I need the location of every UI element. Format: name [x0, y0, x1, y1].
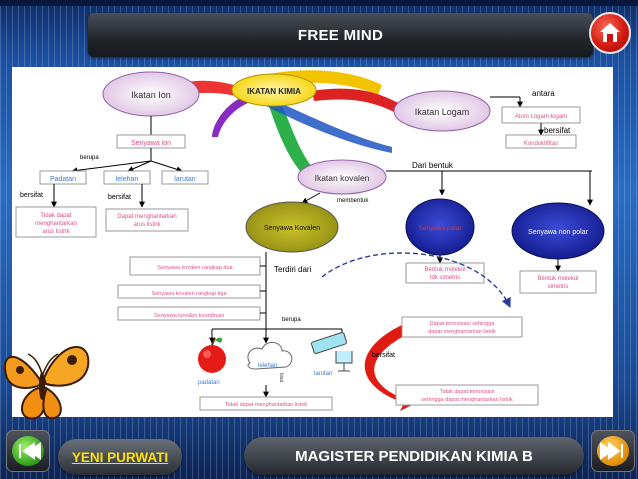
- edge: [301, 192, 321, 204]
- ion-edge-berupa: berupa: [80, 155, 99, 161]
- nonpolar-shape-line: simetris: [548, 284, 569, 290]
- ion-phase-label: larutan: [174, 176, 196, 183]
- next-button[interactable]: [591, 430, 635, 472]
- metal-property-label: Konduktifitas: [524, 141, 558, 147]
- home-icon: [600, 23, 620, 42]
- ion-phase-box[interactable]: [103, 170, 151, 185]
- ion-noconduct-line: menghantarkan: [35, 221, 77, 227]
- covalent-edge-terdiri: Terdiri dari: [274, 265, 312, 274]
- edge: [150, 160, 183, 173]
- cov-noionize-line: sehingga dapat menghantarkan listrik: [421, 397, 513, 403]
- ion-phase-box[interactable]: [161, 170, 209, 185]
- course-label-box: MAGISTER PENDIDIKAN KIMIA B: [244, 437, 584, 475]
- cov-noconduct-box[interactable]: [199, 396, 333, 411]
- cov-phase-label: padatan: [198, 380, 220, 386]
- ion-label: Ikatan Ion: [131, 90, 171, 100]
- ion-conduct-line: Dapat menghantarkan: [117, 214, 176, 220]
- polar-shape-box[interactable]: [405, 262, 485, 284]
- covalent-label: Ikatan kovalen: [315, 173, 370, 183]
- ion-noconduct-line: Tidak dapat: [40, 213, 71, 219]
- branch-purple: [212, 97, 248, 137]
- author-label: YENI PURWATI: [71, 450, 169, 465]
- cov-phase-label: lelehan: [258, 363, 277, 369]
- ion-noconduct-line: arus listrik: [42, 229, 70, 235]
- ion-conduct-line: arus listrik: [133, 222, 161, 228]
- ion-edge-bersifat: bersifat: [20, 192, 43, 199]
- cov-edge-bersifat: bersifat: [372, 352, 395, 359]
- branch-to-covalent: [268, 101, 312, 171]
- metal-edge-antara: antara: [532, 89, 555, 98]
- polar-shape-line: Bentuk molekul: [424, 267, 465, 273]
- nonpolar-shape-line: Bentuk molekul: [537, 276, 578, 282]
- dashed-arrow: [321, 252, 511, 308]
- cov-noionize-box[interactable]: [395, 384, 539, 406]
- polar-shape-line: tdk simetris: [430, 275, 460, 281]
- branch-to-metal: [312, 88, 402, 113]
- covalent-type-label: Senyawa kovalen rangkap tiga: [152, 291, 228, 297]
- covalent-compound-node[interactable]: [245, 201, 339, 253]
- edge: [127, 160, 152, 172]
- beaker-icon: [310, 332, 353, 372]
- center-label: IKATAN KIMIA: [247, 87, 301, 96]
- covalent-type-label: Senyawa kovalen rangkap dua: [157, 265, 233, 271]
- butterfly-icon: [3, 345, 90, 420]
- nonpolar-shape-box[interactable]: [519, 270, 597, 294]
- cloud-icon: [247, 342, 293, 370]
- previous-button[interactable]: [6, 430, 50, 472]
- cov-noionize-line: Tidak dapat terionisasi: [440, 389, 495, 395]
- cov-phase-label: larutan: [314, 371, 332, 377]
- covalent-node[interactable]: [297, 159, 387, 195]
- apple-icon: [198, 337, 226, 373]
- metal-label: Ikatan Logam: [415, 107, 470, 117]
- metal-edge-bersifat: bersifat: [544, 126, 571, 135]
- course-label: MAGISTER PENDIDIKAN KIMIA B: [295, 448, 533, 465]
- cov-ionize-line: Dapat terionisasi sehingga: [430, 321, 496, 327]
- slide-title: FREE MIND: [297, 27, 384, 44]
- covalent-edge-dari-bentuk: Dari bentuk: [412, 161, 454, 170]
- covalent-edge-membentuk: membentuk: [337, 198, 369, 204]
- metal-property-box[interactable]: [505, 134, 577, 149]
- cov-bisa-label: bisa: [278, 373, 284, 382]
- ion-conduct-box[interactable]: [105, 208, 189, 232]
- branch-blue: [264, 97, 392, 153]
- edge: [71, 160, 152, 174]
- center-node[interactable]: [231, 73, 317, 107]
- nonpolar-label: Senyawa non polar: [528, 229, 589, 236]
- mind-map: IKATAN KIMIA Ikatan Ion Senyawa ion beru…: [15, 70, 605, 411]
- top-strip: [0, 0, 638, 6]
- covalent-edge-berupa: berupa: [282, 317, 301, 323]
- cov-ionize-line: dapat menghantarkan listrik: [428, 329, 496, 335]
- covalent-compound-label: Senyawa Kovalen: [264, 225, 320, 232]
- covalent-type-label: Senyawa kovalen koordinasi: [154, 313, 224, 319]
- ion-phase-label: lelehan: [116, 176, 139, 183]
- title-bar: FREE MIND: [88, 13, 593, 57]
- cov-ionize-box[interactable]: [401, 316, 523, 338]
- ion-edge-bersifat: bersifat: [108, 194, 131, 201]
- metal-node[interactable]: [393, 90, 491, 132]
- ion-noconduct-box[interactable]: [15, 206, 97, 238]
- author-label-box: YENI PURWATI: [58, 439, 182, 475]
- next-icon: [597, 436, 629, 466]
- previous-icon: [12, 436, 44, 466]
- cov-noconduct-label: Tidak dapat menghantarkan listrik: [225, 402, 308, 408]
- red-curved-arrow: [364, 325, 416, 411]
- ion-compound-label: Senyawa ion: [131, 140, 171, 147]
- metal-atoms-line: Atom Logam-logam: [515, 114, 567, 120]
- ion-phase-box[interactable]: [39, 170, 87, 185]
- ion-phase-label: Padatan: [50, 176, 76, 183]
- mind-map-canvas: IKATAN KIMIA Ikatan Ion Senyawa ion beru…: [12, 67, 613, 417]
- home-button[interactable]: [589, 12, 631, 54]
- polar-label: Senyawa polar: [419, 225, 463, 232]
